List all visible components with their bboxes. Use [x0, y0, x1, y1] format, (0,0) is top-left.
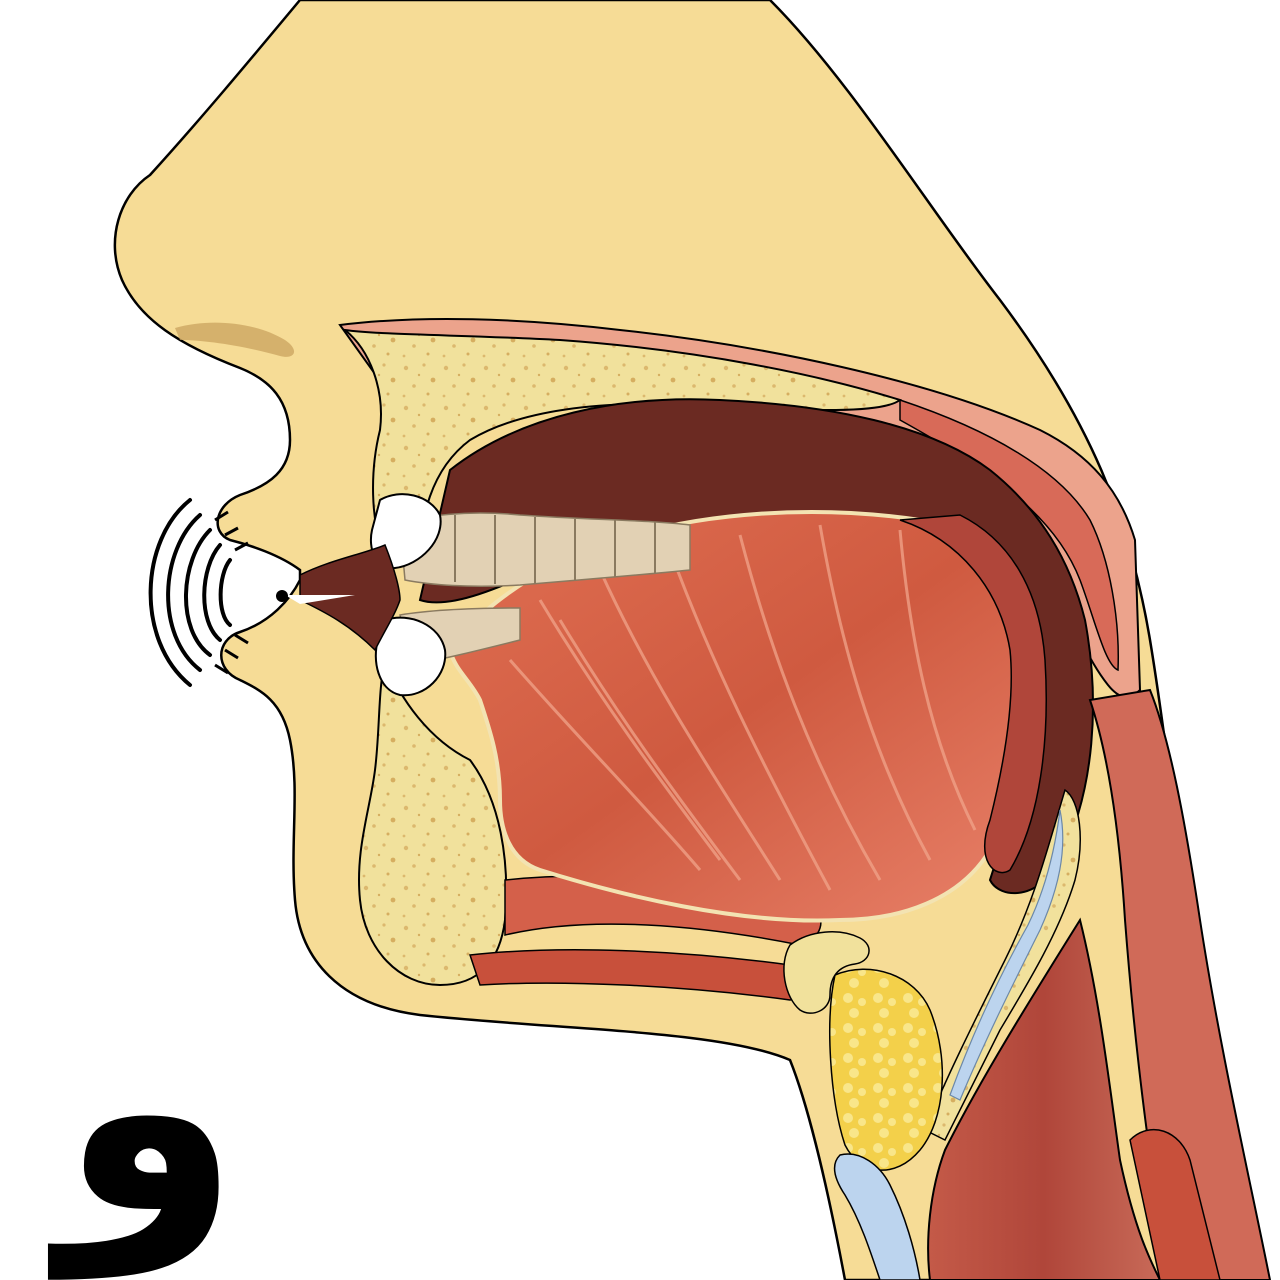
- nostril: [175, 322, 295, 357]
- larynx: [927, 917, 1162, 1280]
- hyoid-fat-pad: [829, 968, 944, 1171]
- upper-teeth: [399, 512, 691, 587]
- tongue-fibers: [508, 524, 977, 891]
- lower-jaw-bone: [358, 656, 508, 987]
- lower-incisor: [374, 616, 447, 697]
- epiglottis-cartilage: [949, 809, 1064, 1101]
- vocal-fold: [1129, 1129, 1221, 1280]
- lips-opening: [299, 544, 401, 652]
- soft-palate: [899, 514, 1047, 874]
- sound-wave-ticks: [214, 510, 249, 675]
- air-stream: [285, 595, 355, 604]
- sound-wave-icon: [148, 498, 232, 687]
- epiglottis: [924, 788, 1081, 1142]
- upper-teeth-gaps: [454, 515, 656, 584]
- lip-contact-point: [276, 590, 288, 602]
- hyoid-bone: [783, 931, 870, 1014]
- arabic-letter-waw: و: [59, 941, 241, 1278]
